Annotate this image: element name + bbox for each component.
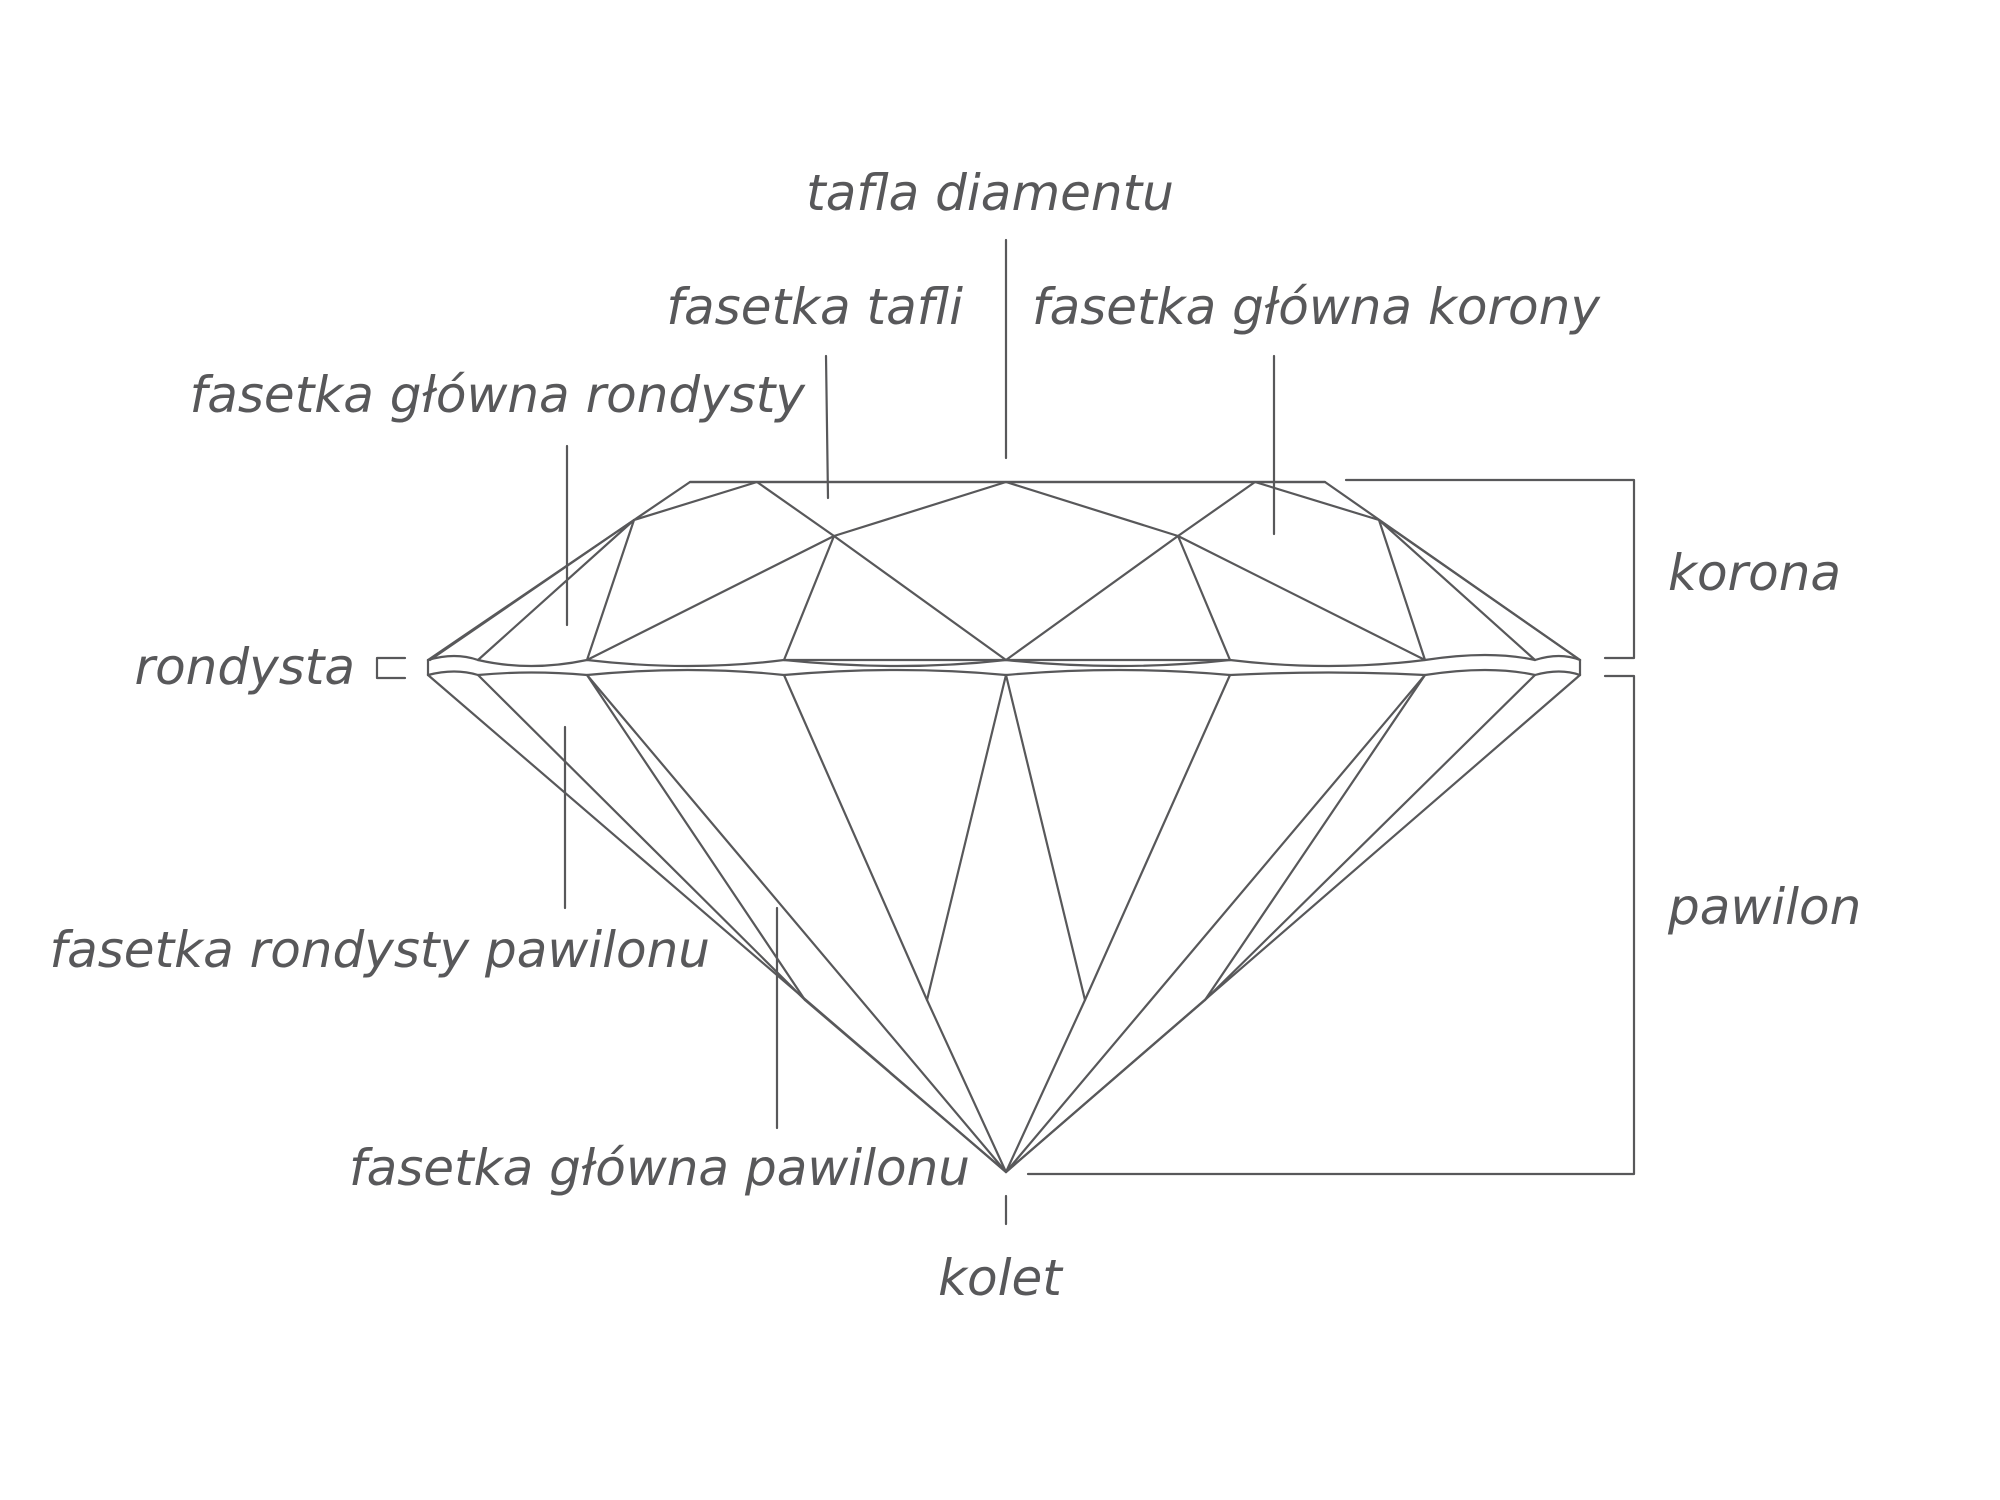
table-label: tafla diamentu: [806, 164, 1174, 222]
pavilion-label: pawilon: [1667, 878, 1861, 936]
leader-lines: [375, 238, 1636, 1226]
pavilion-facet-line: [1203, 673, 1537, 1002]
girdle-leader: [375, 656, 407, 680]
pavilion-facet-line: [1004, 673, 1427, 1174]
pavilion-facet-line: [925, 673, 1008, 1002]
upper-girdle-facets-left: [428, 518, 636, 662]
diamond-drawing: [426, 480, 1582, 1174]
upper-girdle-facets-right: [1377, 518, 1582, 662]
crown-outline: [426, 480, 1582, 662]
culet-label: kolet: [938, 1249, 1064, 1307]
crown-kite-facets-right: [1004, 518, 1427, 662]
pavilion-main-facets-b: [782, 673, 1232, 1174]
girdle-bottom: [426, 668, 1582, 677]
pavilion-facet-line: [476, 673, 807, 1002]
crown-bracket: [1344, 478, 1636, 660]
crown-label: korona: [1668, 544, 1841, 602]
crown-main-facet-label: fasetka główna korony: [1032, 278, 1601, 336]
pavilion-facet-line: [585, 673, 1008, 1174]
pavilion-bracket: [1026, 674, 1636, 1176]
girdle-label: rondysta: [135, 638, 355, 696]
table-facet-leader: [824, 354, 830, 500]
labels: tafla diamentu fasetka tafli fasetka głó…: [50, 164, 1862, 1307]
girdle-top: [426, 653, 1582, 668]
lower-girdle-facet-label: fasetka rondysty pawilonu: [50, 921, 710, 979]
upper-girdle-facet-label: fasetka główna rondysty: [190, 366, 807, 424]
star-facets: [632, 480, 1381, 538]
pavilion-main-facet-label: fasetka główna pawilonu: [349, 1139, 970, 1197]
pavilion-facet-line: [1004, 673, 1087, 1002]
table-facet-label: fasetka tafli: [666, 278, 963, 336]
crown-kite-facets: [585, 518, 1008, 662]
